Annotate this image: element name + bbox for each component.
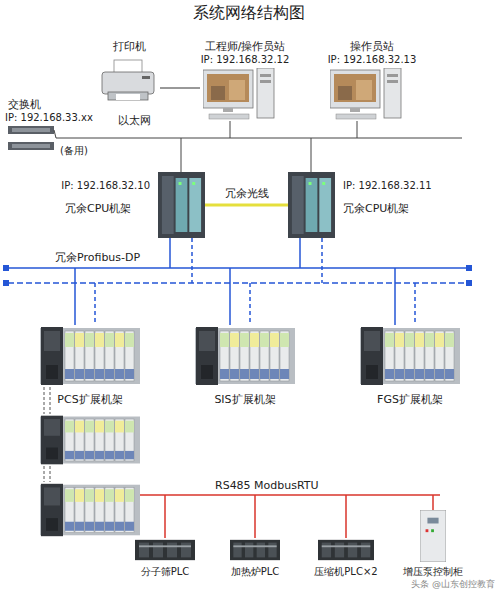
bus-terminator (3, 265, 472, 286)
node-text: 冗余CPU机架 (65, 202, 131, 215)
pc-icon (203, 68, 401, 119)
device-node: 交换机IP: 192.168.33.xx (备用) (5, 98, 94, 160)
node-text: PCS扩展机架 (57, 393, 122, 406)
device-node: 操作员站IP: 192.168.32.13 (328, 40, 418, 122)
device-node: PCS扩展机架 (40, 325, 140, 408)
plc-icon (135, 540, 374, 560)
device-node: 分子筛PLC (132, 536, 198, 578)
device-node: 加热炉PLC (222, 536, 288, 578)
node-text: IP: 192.168.32.11 (343, 180, 432, 192)
cabinet-icon (420, 510, 446, 562)
node-text: 打印机 (113, 40, 146, 53)
switch-icon (8, 126, 54, 150)
node-text: IP: 192.168.32.13 (328, 54, 417, 66)
connector-line (205, 204, 288, 207)
node-text: 增压泵控制柜 (403, 566, 463, 578)
node-text: IP: 192.168.33.xx (5, 112, 93, 124)
node-text: 交换机 (8, 98, 41, 111)
node-text: (备用) (60, 145, 88, 157)
node-text: FGS扩展机架 (377, 393, 443, 406)
rs485-bus (140, 495, 440, 538)
ethernet-bus (54, 121, 462, 172)
node-text: IP: 192.168.32.12 (201, 54, 290, 66)
node-text: 压缩机PLC×2 (314, 566, 377, 578)
node-text: 操作员站 (350, 40, 394, 53)
device-node: 打印机 (98, 40, 160, 104)
profibus-bus (8, 238, 468, 325)
printer-icon (102, 60, 154, 100)
device-node: 工程师/操作员站IP: 192.168.32.12 (200, 40, 290, 122)
bus-label: 以太网 (118, 114, 151, 127)
node-text: IP: 192.168.32.10 (61, 180, 150, 192)
device-node: 增压泵控制柜 (403, 508, 464, 578)
cpu-rack-icon (158, 172, 335, 238)
diagram-title: 系统网络结构图 (193, 3, 305, 22)
device-node: SIS扩展机架 (195, 325, 295, 408)
edge-label: 冗余光线 (223, 187, 271, 200)
bus-label: 冗余Profibus-DP (55, 251, 140, 264)
node-text: 分子筛PLC (141, 566, 190, 578)
connector-line (160, 88, 200, 89)
device-node: IP: 192.168.32.10 冗余CPU机架 (60, 172, 205, 238)
node-text: 工程师/操作员站 (205, 40, 286, 53)
node-text: 冗余CPU机架 (343, 202, 409, 215)
rack-link (44, 387, 50, 482)
device-node: FGS扩展机架 (360, 325, 460, 408)
node-text: 加热炉PLC (231, 566, 280, 578)
node-text: SIS扩展机架 (214, 393, 275, 406)
watermark: 头条 @山东创控教育 (411, 579, 495, 590)
device-node: IP: 192.168.32.11 冗余CPU机架 (288, 172, 458, 238)
device-node: 压缩机PLC×2 (313, 536, 379, 578)
expansion-rack-icon (40, 327, 460, 536)
bus-label: RS485 ModbusRTU (215, 479, 319, 492)
